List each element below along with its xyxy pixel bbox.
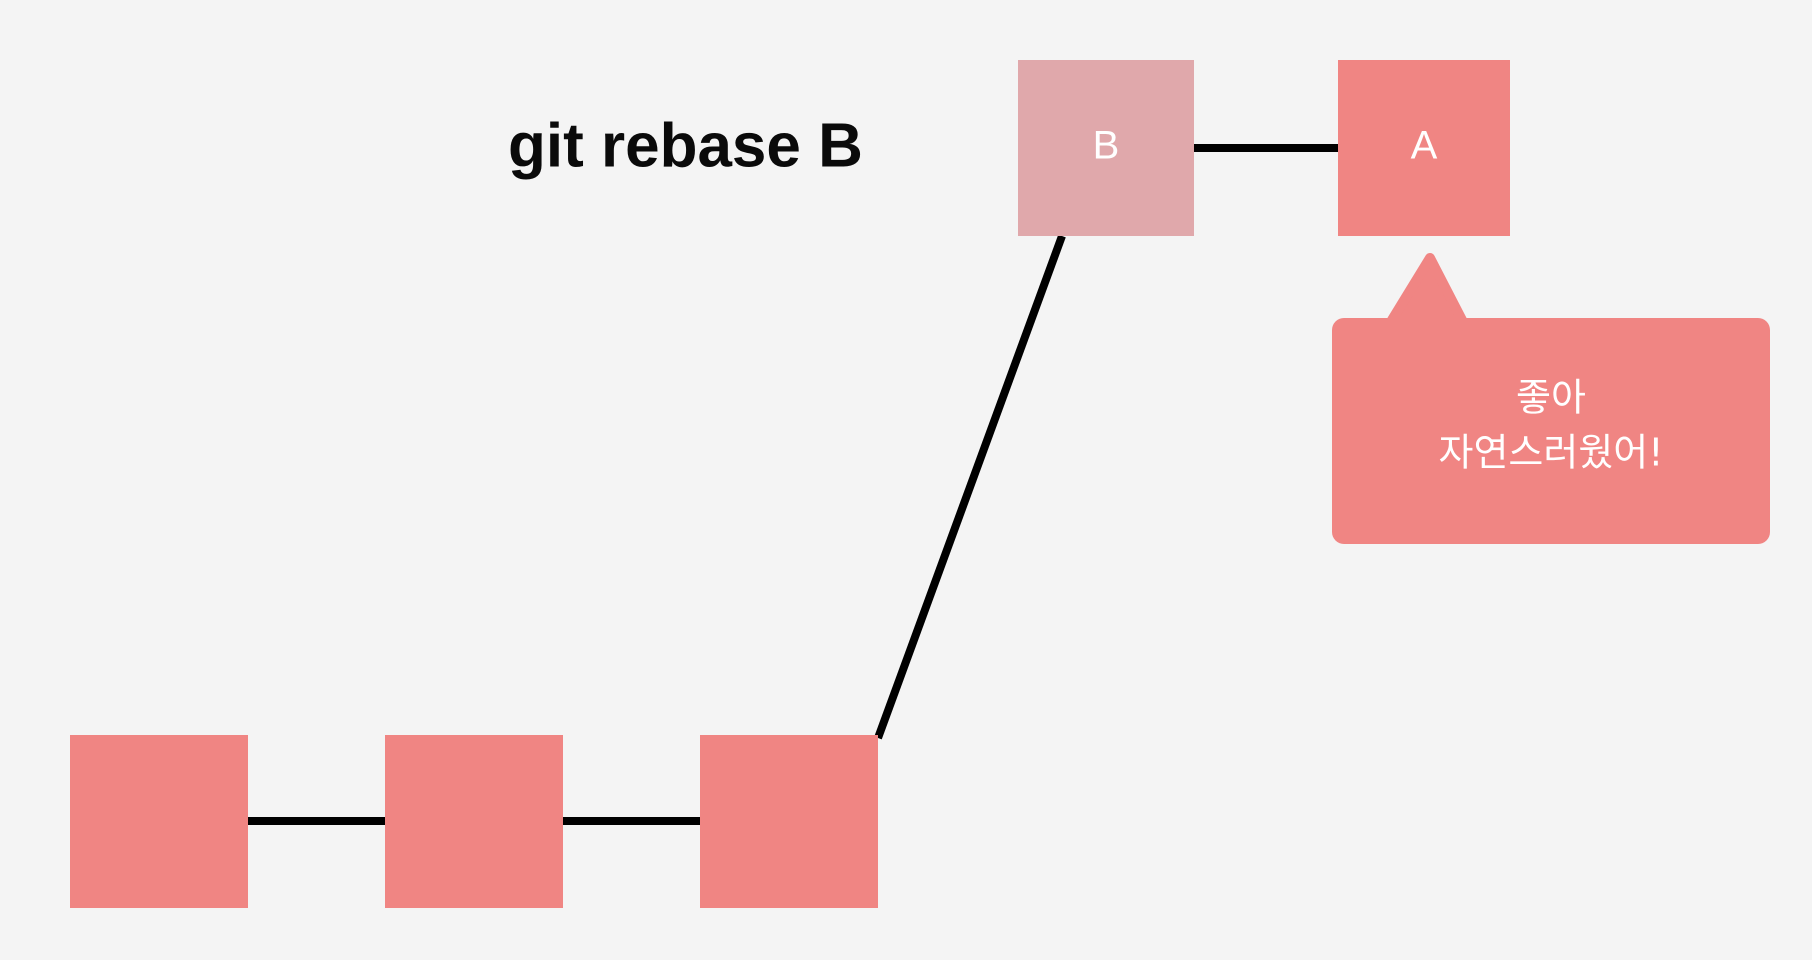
speech-bubble-line-1: 좋아 bbox=[1516, 376, 1586, 420]
commit-label: B bbox=[1093, 124, 1120, 168]
commit-node-commit-a[interactable]: A bbox=[1338, 60, 1510, 236]
commit-node-branch-commit-1[interactable] bbox=[70, 735, 248, 908]
commit-node-commit-b[interactable]: B bbox=[1018, 60, 1194, 236]
commit-node-branch-commit-3[interactable] bbox=[700, 735, 878, 908]
speech-bubble-body bbox=[1332, 318, 1770, 544]
edge-branch-to-commit-b bbox=[874, 234, 1066, 740]
commit-box bbox=[385, 735, 563, 908]
page-title: git rebase B bbox=[508, 111, 863, 180]
commit-box bbox=[1018, 60, 1194, 236]
commit-label: A bbox=[1411, 124, 1438, 168]
commit-box bbox=[700, 735, 878, 908]
speech-bubble: 좋아 자연스러웠어! bbox=[1332, 253, 1770, 544]
commit-node-branch-commit-2[interactable] bbox=[385, 735, 563, 908]
commit-box bbox=[1338, 60, 1510, 236]
commit-box bbox=[70, 735, 248, 908]
speech-bubble-line-2: 자연스러웠어! bbox=[1439, 431, 1664, 475]
edges-group bbox=[248, 144, 1338, 825]
